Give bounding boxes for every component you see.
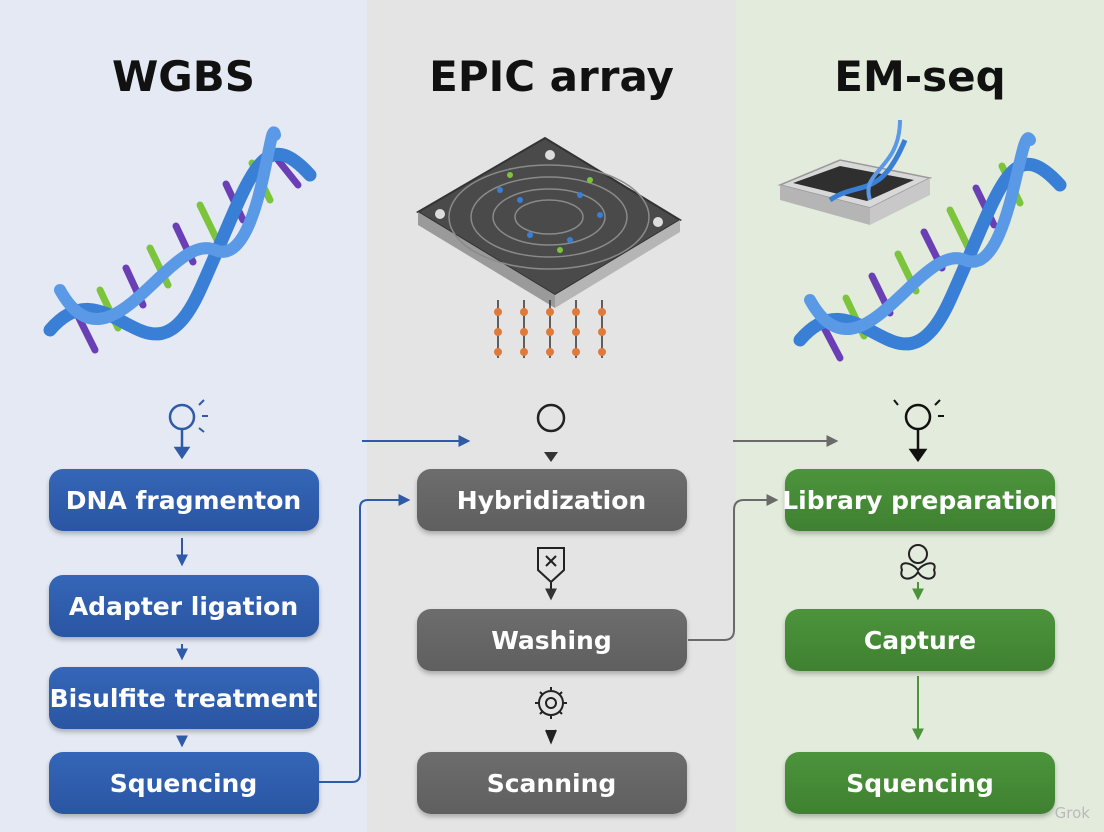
emseq-step-library-preparation: Library preparation — [782, 469, 1058, 531]
emseq-step-sequencing: Squencing — [785, 752, 1055, 814]
wgbs-step-bisulfite-treatment: Bisulfite treatment — [48, 667, 319, 729]
emseq-panel: EM-seq Library preparation Capture Squen… — [736, 0, 1104, 832]
wgbs-step-dna-fragmentation: DNA fragmenton — [48, 469, 319, 531]
epic-panel: EPIC array Hybridization Washing Scannin… — [367, 0, 736, 832]
epic-title: EPIC array — [429, 52, 674, 101]
epic-step-scanning: Scanning — [416, 752, 687, 814]
wgbs-step-adapter-ligation: Adapter ligation — [48, 575, 319, 637]
wgbs-title: WGBS — [111, 52, 256, 101]
epic-step-washing: Washing — [416, 609, 687, 671]
emseq-step-capture: Capture — [785, 609, 1055, 671]
wgbs-panel: WGBS DNA fragmenton Adapter ligation Bis… — [0, 0, 367, 832]
wgbs-step-sequencing: Squencing — [48, 752, 319, 814]
epic-step-hybridization: Hybridization — [416, 469, 687, 531]
emseq-title: EM-seq — [834, 52, 1006, 101]
watermark-logo: Grok — [1054, 804, 1090, 822]
